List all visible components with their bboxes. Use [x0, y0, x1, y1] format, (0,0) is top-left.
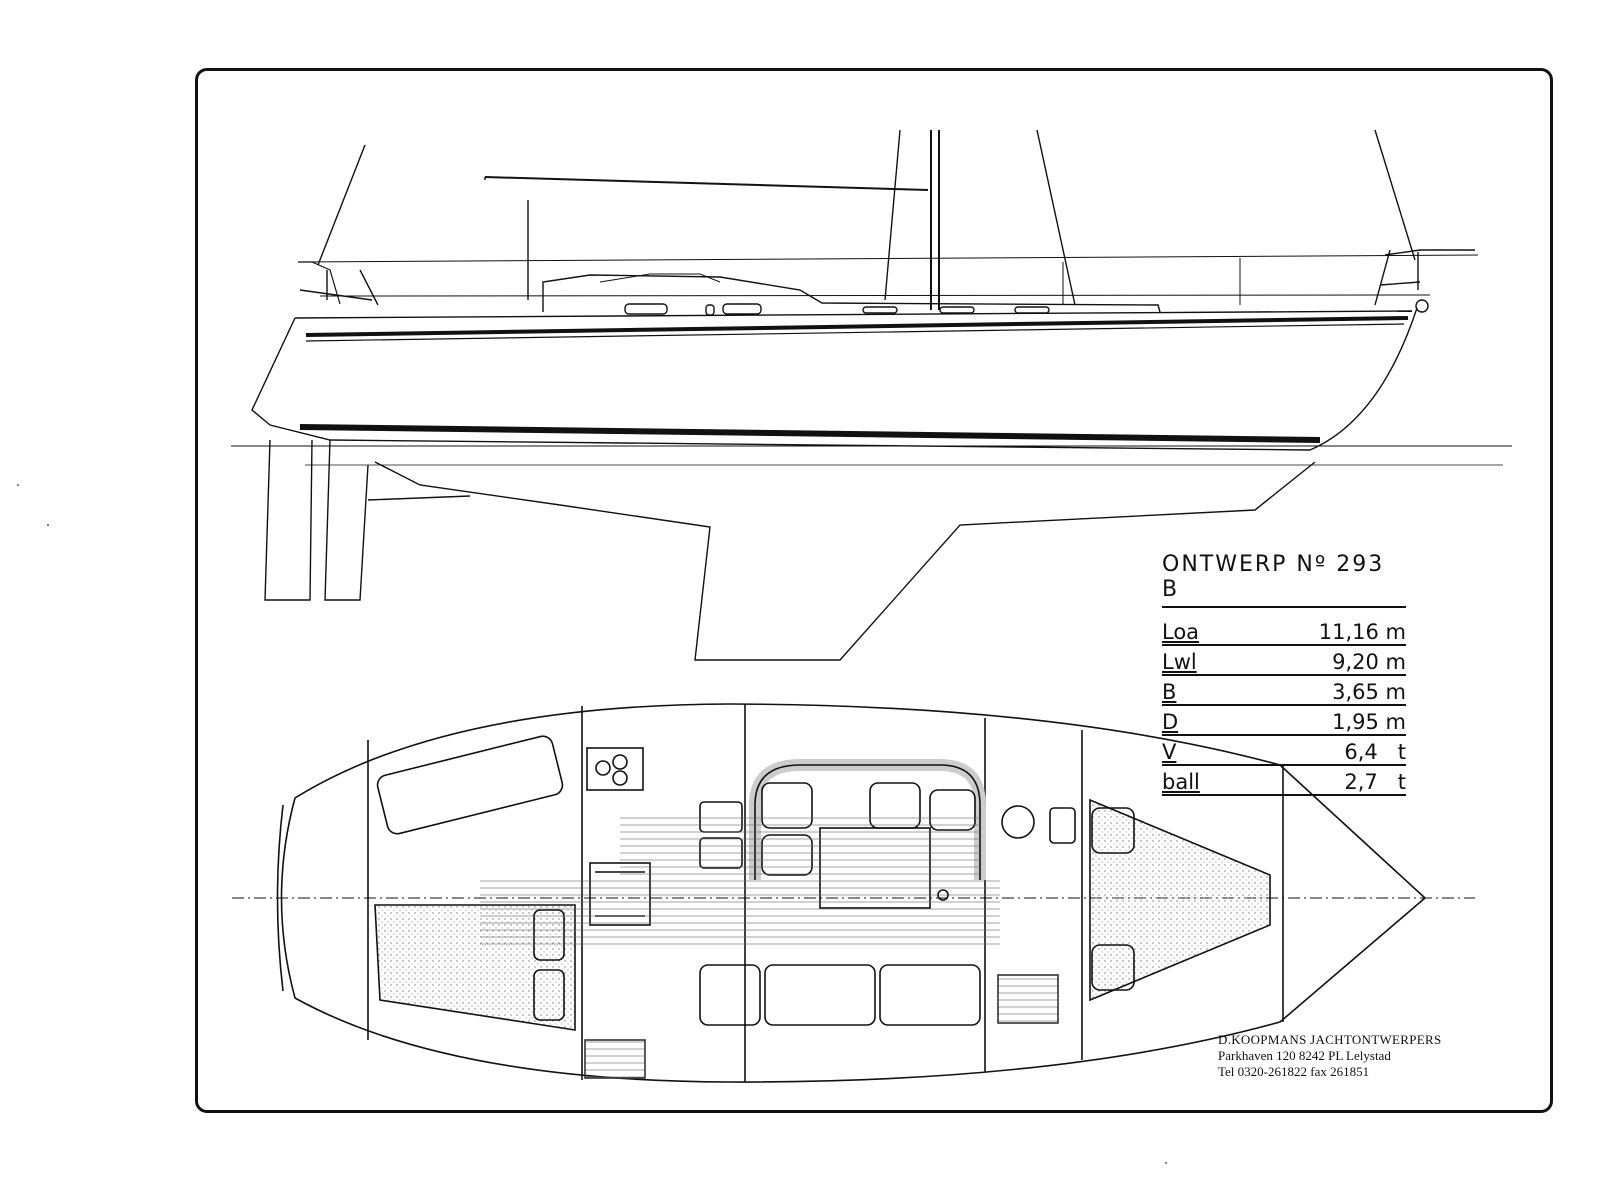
spec-value: 11,16 m — [1318, 620, 1406, 644]
plan-hull-outline — [280, 703, 1427, 1083]
rudder — [264, 439, 313, 601]
spec-label: ball — [1162, 770, 1200, 794]
spec-value: 6,4 t — [1344, 740, 1406, 764]
spec-label: B — [1162, 680, 1177, 704]
toilet — [1001, 805, 1035, 839]
stove — [586, 747, 644, 791]
interior-plan — [232, 703, 1475, 1083]
spec-row-ball: ball 2,7 t — [1162, 766, 1406, 796]
aft-berth — [376, 735, 564, 835]
spec-label: V — [1162, 740, 1177, 764]
portlight — [624, 303, 668, 315]
side-profile — [231, 129, 1512, 661]
spec-label: D — [1162, 710, 1179, 734]
firm-contact: Tel 0320-261822 fax 261851 — [1218, 1064, 1370, 1079]
spec-row-b: B 3,65 m — [1162, 676, 1406, 706]
designer-block: D.KOOPMANS JACHTONTWERPERS Parkhaven 120… — [1218, 1032, 1478, 1080]
spec-row-lwl: Lwl 9,20 m — [1162, 646, 1406, 676]
drawing-frame — [195, 68, 1553, 1113]
firm-address: Parkhaven 120 8242 PL Lelystad — [1218, 1048, 1391, 1063]
spec-row-v: V 6,4 t — [1162, 736, 1406, 766]
spec-label: Loa — [1162, 620, 1200, 644]
spec-row-loa: Loa 11,16 m — [1162, 616, 1406, 646]
firm-name: D.KOOPMANS JACHTONTWERPERS — [1218, 1032, 1442, 1047]
spec-value: 3,65 m — [1332, 680, 1406, 704]
deckhouse — [542, 274, 1161, 313]
spec-row-d: D 1,95 m — [1162, 706, 1406, 736]
spec-value: 2,7 t — [1344, 770, 1406, 794]
boom — [484, 176, 929, 191]
spec-value: 9,20 m — [1332, 650, 1406, 674]
design-title: ONTWERP Nº 293 B — [1162, 552, 1406, 608]
boot-stripe — [299, 424, 1321, 443]
keel — [374, 461, 1316, 661]
spec-value: 1,95 m — [1332, 710, 1406, 734]
spec-block: ONTWERP Nº 293 B Loa 11,16 m Lwl 9,20 m … — [1162, 552, 1406, 796]
hull-outline — [251, 307, 1418, 451]
spec-label: Lwl — [1162, 650, 1197, 674]
